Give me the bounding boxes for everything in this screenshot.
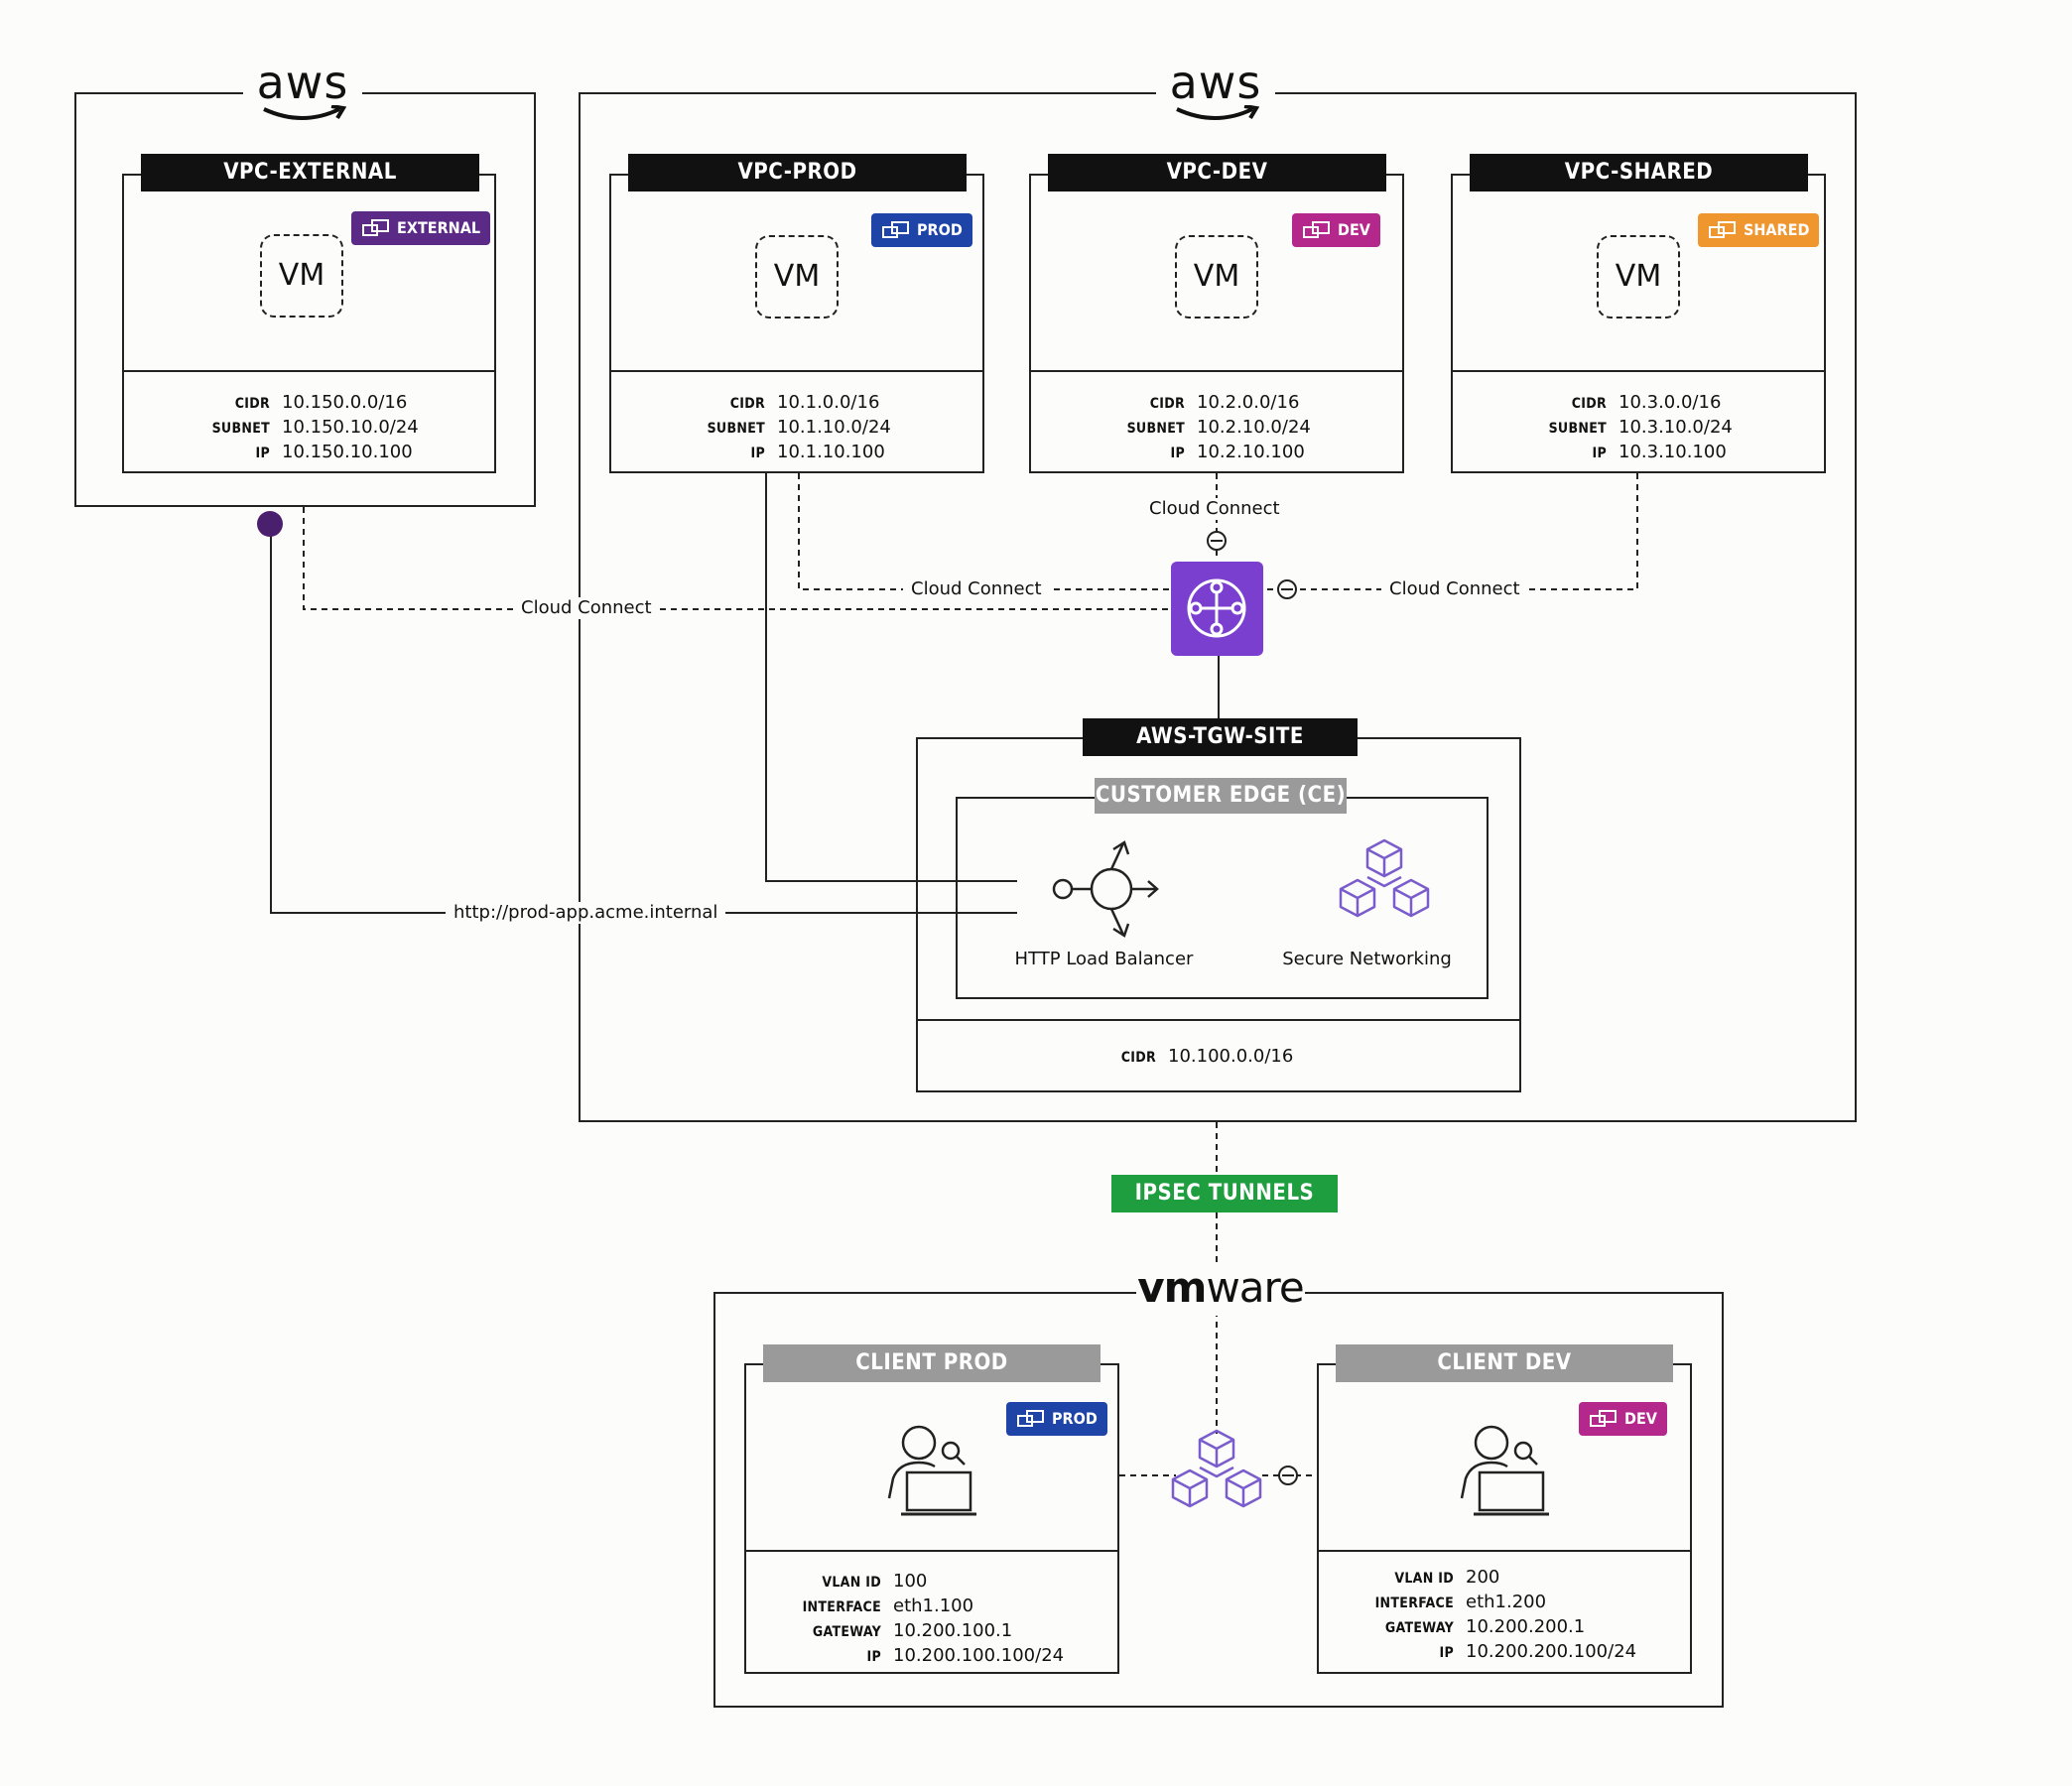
vpc-shared-badge: SHARED	[1698, 213, 1820, 247]
vpc-prod-title: VPC-PROD	[628, 154, 967, 191]
aws-logo-left: aws	[243, 60, 362, 129]
aws-smile-icon	[1176, 105, 1260, 120]
vpc-tag-icon	[1590, 1410, 1617, 1427]
cloud-connect-external-label: Cloud Connect	[513, 597, 660, 619]
vpc-tag-icon	[882, 221, 909, 238]
cloud-connect-shared-label: Cloud Connect	[1381, 578, 1528, 600]
external-endpoint-dot	[257, 511, 283, 537]
vm-shared: VM	[1597, 235, 1680, 319]
cloud-connect-prod-label: Cloud Connect	[903, 578, 1050, 600]
ipsec-tunnels-label: IPSEC TUNNELS	[1111, 1175, 1338, 1212]
client-prod-badge: PROD	[1006, 1402, 1107, 1436]
vpc-dev-badge: DEV	[1292, 213, 1380, 247]
vmware-logo: vmware	[1136, 1266, 1305, 1316]
http-load-balancer-label: HTTP Load Balancer	[1014, 949, 1194, 969]
client-dev-badge: DEV	[1579, 1402, 1667, 1436]
vpc-tag-icon	[1303, 221, 1330, 238]
customer-edge-title: CUSTOMER EDGE (CE)	[1095, 778, 1347, 814]
user-laptop-icon	[1460, 1425, 1549, 1516]
secure-networking-label: Secure Networking	[1282, 949, 1452, 969]
vpc-dev-title: VPC-DEV	[1048, 154, 1386, 191]
aws-logo-right: aws	[1156, 60, 1275, 129]
aws-smile-icon	[263, 105, 347, 120]
tgw-site-title: AWS-TGW-SITE	[1083, 718, 1358, 756]
vpc-external-title: VPC-EXTERNAL	[141, 154, 479, 191]
vm-external: VM	[260, 234, 343, 318]
user-laptop-icon	[887, 1425, 976, 1516]
vpc-tag-icon	[1709, 221, 1736, 238]
cloud-connect-dev-label: Cloud Connect	[1141, 498, 1288, 520]
vmware-logo-thin: ware	[1206, 1263, 1304, 1312]
customer-edge-box	[956, 797, 1489, 999]
http-prod-app-link-label: http://prod-app.acme.internal	[446, 902, 726, 924]
vpc-shared-title: VPC-SHARED	[1470, 154, 1808, 191]
vmware-logo-bold: vm	[1137, 1263, 1207, 1312]
vm-dev: VM	[1175, 235, 1258, 319]
vpc-external-badge: EXTERNAL	[351, 211, 491, 245]
vpc-tag-icon	[362, 219, 389, 236]
vm-prod: VM	[755, 235, 839, 319]
client-prod-title: CLIENT PROD	[763, 1344, 1101, 1382]
vpc-prod-badge: PROD	[871, 213, 972, 247]
vpc-tag-icon	[1017, 1410, 1044, 1427]
client-dev-title: CLIENT DEV	[1336, 1344, 1673, 1382]
